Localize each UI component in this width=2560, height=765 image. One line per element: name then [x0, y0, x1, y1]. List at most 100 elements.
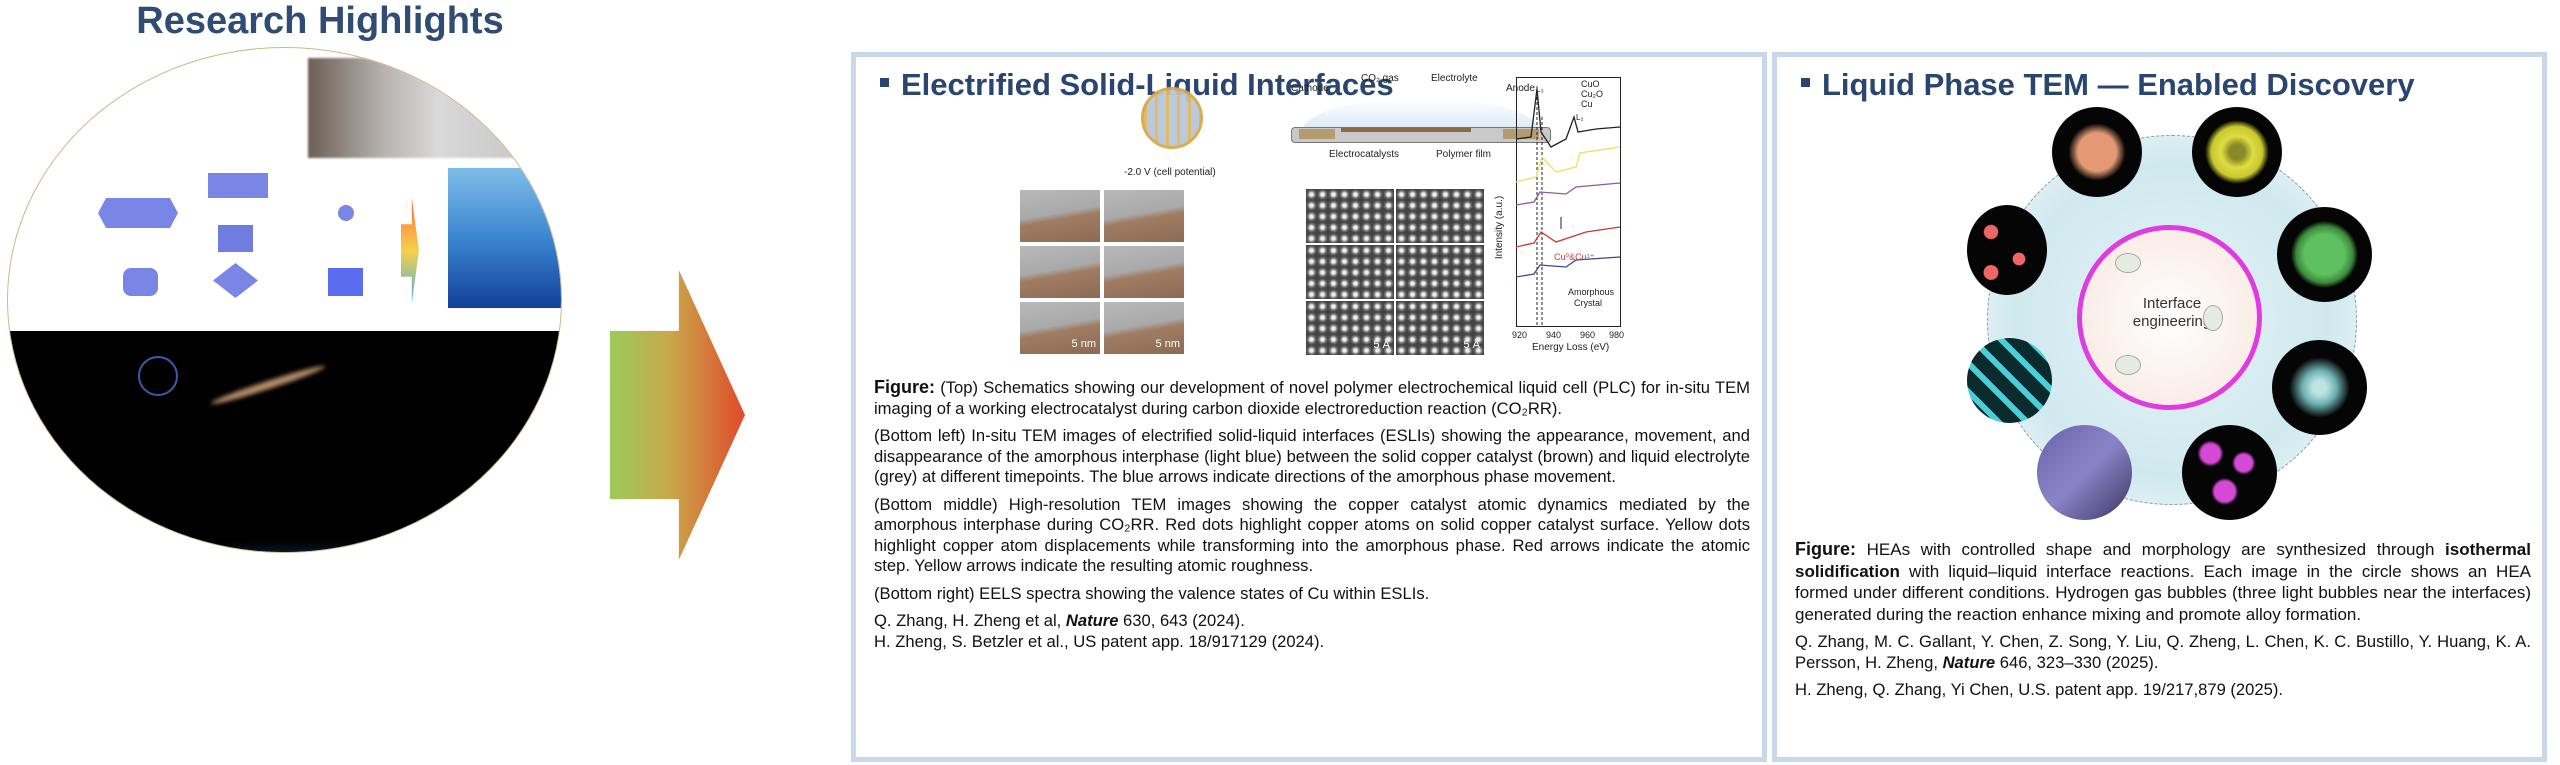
hea-image-pink-spheres — [1967, 205, 2047, 295]
xtick: 960 — [1580, 330, 1596, 340]
curve-cuo — [1516, 88, 1621, 148]
legend-amorphous: Amorphous — [1568, 287, 1615, 297]
legend-crystal: Crystal — [1574, 298, 1603, 308]
scale-bar-label: 5 Å — [1373, 339, 1390, 351]
caption-bottom-right: (Bottom right) EELS spectra showing the … — [874, 583, 1430, 603]
small-gradient-arrow — [401, 198, 419, 303]
eels-xlabel: Energy Loss (eV) — [1532, 342, 1610, 353]
bubble — [2115, 355, 2141, 375]
crystal-hexprism — [98, 198, 178, 228]
hea-image-orange — [2052, 107, 2142, 197]
figure-label: Figure: — [1795, 539, 1856, 559]
hrtem-image — [1306, 189, 1394, 243]
polymer-film-label: Polymer film — [1436, 149, 1492, 160]
tem-image: 5 nm — [1103, 301, 1185, 355]
diagram-center-text: Interface engineering — [2117, 295, 2227, 331]
eels-spectra-chart: Intensity (a.u.) L₃ L₂ CuO Cu₂O Cu Cu⁰&C… — [1494, 77, 1631, 377]
eels-plot-area — [1516, 77, 1621, 327]
ref-patent: H. Zheng, S. Betzler et al., US patent a… — [874, 631, 1325, 651]
ref-authors: Q. Zhang, H. Zheng et al, — [874, 611, 1066, 630]
crystal-sphere — [338, 205, 354, 221]
crystal-octahedron — [213, 263, 258, 298]
hrtem-image: 5 Å — [1306, 301, 1394, 355]
transition-arrow — [610, 270, 745, 560]
ref-patent: H. Zheng, Q. Zhang, Yi Chen, U.S. patent… — [1795, 680, 2283, 699]
legend-cu2o: Cu₂O — [1581, 89, 1603, 99]
panel-title-electrified: Electrified Solid-Liquid Interfaces — [880, 67, 1394, 103]
grid-potential-label: -2.0 V (cell potential) — [1124, 167, 1216, 178]
scale-bar-label: 5 nm — [1071, 338, 1096, 350]
electrocatalysts-label: Electrocatalysts — [1329, 149, 1400, 160]
anode-label: Anode — [1506, 83, 1535, 94]
galaxy — [209, 362, 327, 408]
mixed-valence-annotation: Cu⁰&Cu¹⁺ — [1554, 252, 1595, 262]
hea-image-magenta — [2182, 425, 2277, 520]
hrtem-image: 5 Å — [1396, 301, 1484, 355]
bubble — [2115, 253, 2141, 273]
xtick: 940 — [1546, 330, 1562, 340]
xtick: 920 — [1512, 330, 1528, 340]
bullet-square-icon — [880, 78, 889, 88]
reference: H. Zheng, Q. Zhang, Yi Chen, U.S. patent… — [1795, 680, 2531, 701]
peak-l2-label: L₂ — [1576, 113, 1584, 122]
curve-amorphous — [1516, 226, 1621, 248]
xtick: 980 — [1609, 330, 1625, 340]
legend-cu: Cu — [1581, 99, 1593, 109]
black-hole — [138, 356, 178, 396]
electrified-interfaces-panel: Electrified Solid-Liquid Interfaces -2.0… — [851, 52, 1767, 762]
interface-ring — [2077, 225, 2262, 410]
figure-label: Figure: — [874, 377, 935, 397]
reference: Q. Zhang, M. C. Gallant, Y. Chen, Z. Son… — [1795, 632, 2531, 673]
hea-image-green — [2277, 207, 2372, 302]
page-title: Research Highlights — [136, 0, 504, 42]
electrocatalyst-strip — [1341, 128, 1471, 132]
tem-image — [1103, 245, 1185, 299]
ref-details: 630, 643 (2024). — [1118, 611, 1245, 630]
center-label-line1: Interface — [2142, 295, 2202, 312]
crystal-truncated — [123, 268, 158, 296]
hrtem-image — [1396, 189, 1484, 243]
bullet-square-icon — [1801, 78, 1810, 88]
eels-ylabel: Intensity (a.u.) — [1494, 195, 1506, 260]
liquid-cell-schematic: Cathode CO₂ gas Electrolyte Anode Electr… — [1291, 73, 1551, 160]
crystal-shapes-diagram — [98, 163, 388, 303]
hea-image-yellow — [2192, 107, 2282, 197]
caption-bottom-left: (Bottom left) In-situ TEM images of elec… — [874, 426, 1750, 486]
co2-gas-label: CO₂ gas — [1361, 73, 1399, 84]
anode-pad — [1503, 129, 1539, 139]
ref-details: 646, 323–330 (2025). — [1995, 652, 2159, 672]
panel-title-text: Electrified Solid-Liquid Interfaces — [901, 67, 1394, 102]
ref-journal: Nature — [1065, 611, 1119, 630]
tem-grid-schematic-icon — [1141, 87, 1203, 149]
hrtem-image — [1306, 245, 1394, 299]
electrolyte-label: Electrolyte — [1431, 73, 1478, 84]
scale-bar-label: 5 nm — [1155, 338, 1180, 350]
caption-part2: with liquid–liquid interface reactions. … — [1795, 561, 2531, 624]
left-caption: Figure: (Top) Schematics showing our dev… — [874, 377, 1750, 652]
crystal-cube — [328, 268, 363, 296]
caption-top: (Top) Schematics showing our development… — [874, 378, 1750, 418]
center-label-line2: engineering — [2132, 313, 2212, 330]
crystal-cuboid — [208, 173, 268, 198]
hrtem-image — [1396, 245, 1484, 299]
ref-journal: Nature — [1942, 652, 1996, 672]
legend-cuo: CuO — [1581, 79, 1600, 89]
people-photo — [308, 58, 523, 158]
caption-part1: HEAs with controlled shape and morpholog… — [1856, 540, 2446, 559]
crystal-cube-center — [218, 225, 253, 252]
curve-cu — [1516, 182, 1621, 206]
scale-bar-label: 5 Å — [1463, 339, 1480, 351]
curve-cu2o — [1516, 146, 1621, 183]
hea-image-cyan-network — [1967, 338, 2052, 423]
caption-bottom-middle: (Bottom middle) High-resolution TEM imag… — [874, 494, 1750, 576]
panel-title-liquid-phase: Liquid Phase TEM — Enabled Discovery — [1801, 67, 2415, 103]
liquid-phase-tem-panel: Liquid Phase TEM — Enabled Discovery Int… — [1772, 52, 2547, 762]
hea-image-dendrite — [2272, 340, 2367, 435]
molecular-water-illustration — [448, 168, 561, 308]
bubble — [2203, 305, 2223, 331]
space-earth-image — [8, 331, 561, 552]
cathode-label: Cathode — [1291, 83, 1329, 94]
tem-image — [1103, 189, 1185, 243]
caption-bold-term: isothermal solidification — [1795, 540, 2531, 581]
peak-l3-label: L₃ — [1536, 85, 1544, 94]
